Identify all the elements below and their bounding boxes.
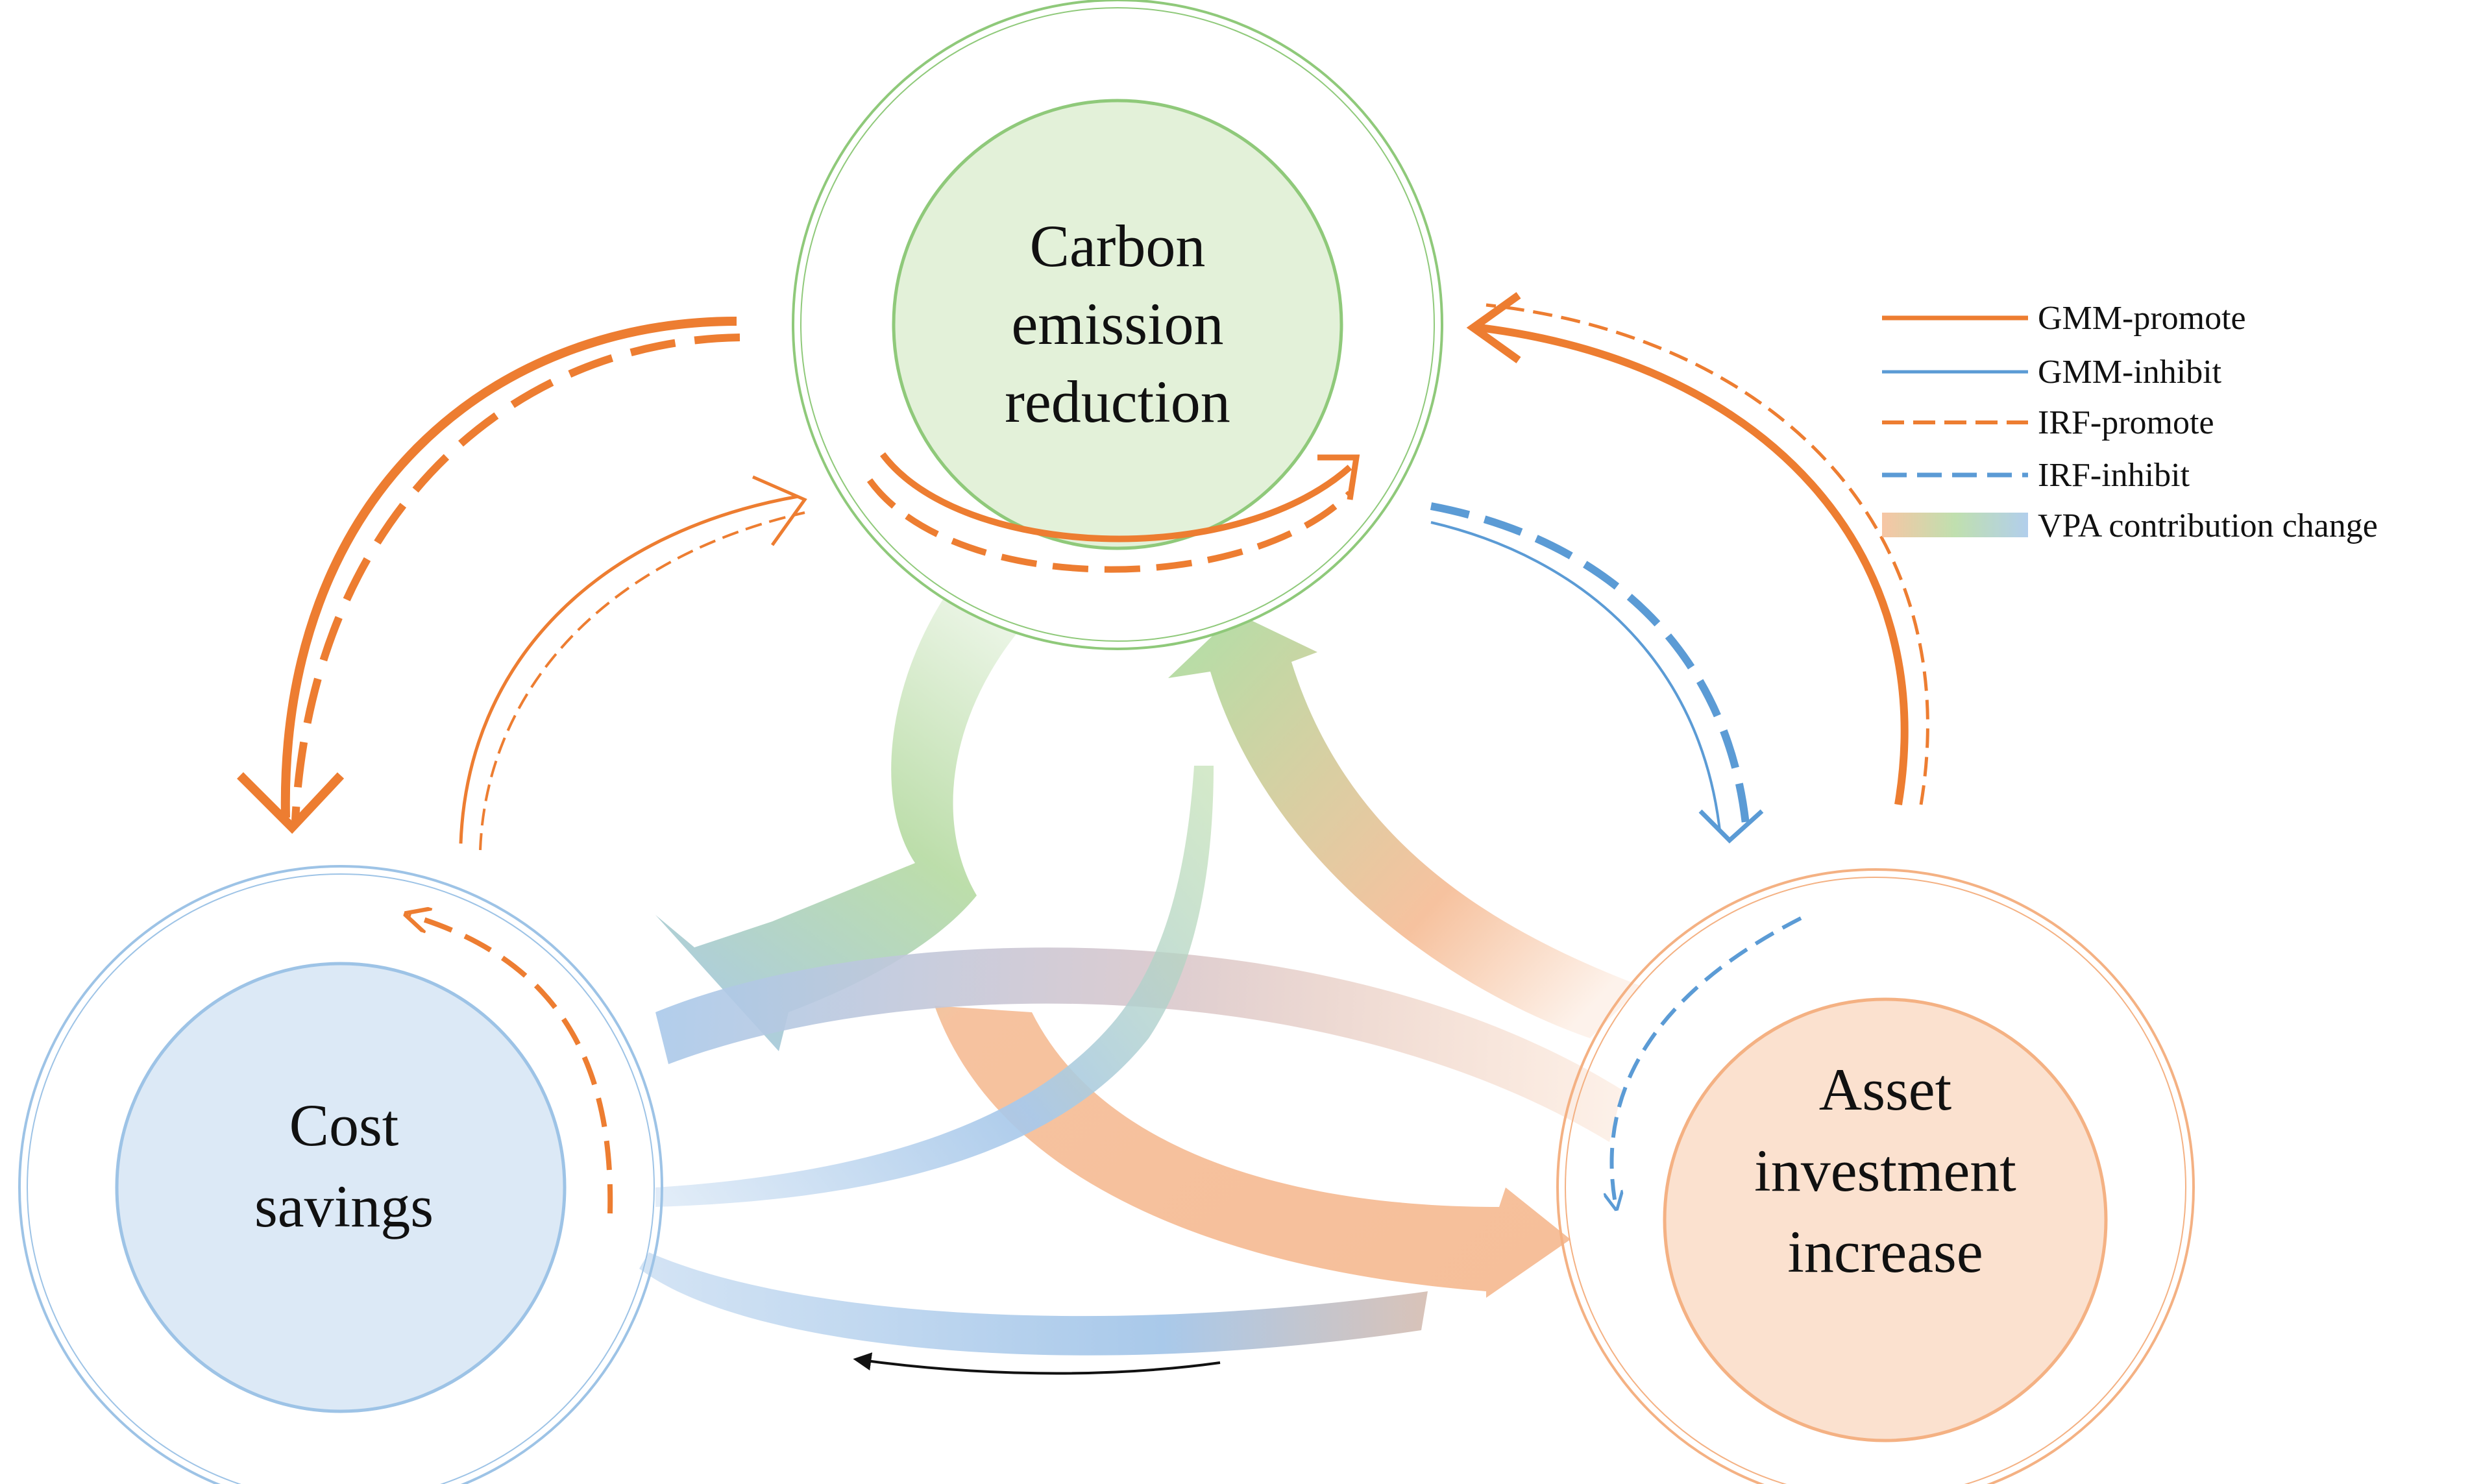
node-cost-core [115, 962, 567, 1413]
relationship-arrows [237, 292, 1929, 1375]
node-cost: Cost savings [18, 865, 663, 1484]
arrow-carbon-self-irf-promote [866, 478, 1352, 573]
arrowhead-carbon-to-cost [237, 772, 345, 834]
vpa-arrow-cost-to-asset-upper [655, 947, 1622, 1142]
vpa-arrow-carbon-to-asset [935, 1006, 1571, 1298]
arrowhead-cost-to-carbon [752, 475, 807, 546]
node-carbon-label-2: emission [1011, 291, 1223, 357]
node-cost-outer-ring-inner [27, 873, 655, 1484]
node-asset: Asset investment increase [1556, 868, 2195, 1484]
arrow-asset-self-irf-inhibit [1611, 916, 1802, 1207]
node-cost-label-2: savings [254, 1173, 434, 1239]
legend-swatch-vpa-gradient [1882, 513, 2028, 537]
node-carbon: Carbon emission reduction [792, 0, 1443, 650]
arrowhead-carbon-self [1317, 454, 1360, 500]
node-carbon-core [892, 99, 1343, 550]
vpa-arrow-asset-to-carbon [1168, 613, 1642, 1038]
arrow-cost-self-irf-promote [409, 915, 613, 1214]
vpa-arrow-carbon-to-cost [655, 587, 1025, 1051]
node-carbon-outer-ring-inner [800, 7, 1435, 642]
legend-label-irf-promote: IRF-promote [2038, 404, 2214, 441]
legend-label-gmm-inhibit: GMM-inhibit [2038, 354, 2222, 391]
arrow-cost-to-carbon-irf-promote [479, 511, 805, 851]
vpa-arrow-cost-to-carbon [655, 766, 1214, 1207]
node-carbon-label-1: Carbon [1030, 213, 1206, 279]
node-asset-outer-ring [1556, 868, 2195, 1484]
node-carbon-label-3: reduction [1005, 369, 1230, 435]
node-cost-label-1: Cost [289, 1092, 399, 1158]
arrow-carbon-to-cost-gmm-promote [280, 317, 737, 818]
node-asset-core [1663, 997, 2108, 1442]
node-asset-outer-ring-inner [1565, 877, 2186, 1484]
arrow-carbon-to-cost-irf-promote [291, 334, 740, 821]
vpa-flow-arrows [639, 587, 1642, 1356]
arrow-asset-to-carbon-gmm-promote [1479, 324, 1909, 805]
node-asset-label-3: increase [1787, 1219, 1983, 1285]
arrow-carbon-to-asset-gmm-inhibit [1430, 521, 1721, 831]
legend-label-irf-inhibit: IRF-inhibit [2038, 457, 2190, 494]
arrow-cost-to-carbon-gmm-promote [459, 494, 799, 844]
node-asset-label-2: investment [1754, 1137, 2016, 1204]
legend: GMM-promote GMM-inhibit IRF-promote IRF-… [1882, 300, 2378, 544]
vpa-arrow-cost-to-asset-bottom [639, 1252, 1428, 1356]
node-cost-outer-ring [18, 865, 663, 1484]
legend-label-gmm-promote: GMM-promote [2038, 300, 2246, 337]
arrow-asset-to-cost-black [853, 1352, 1221, 1375]
arrow-carbon-to-asset-irf-inhibit [1430, 502, 1750, 825]
arrowhead-asset-to-carbon [1466, 292, 1521, 363]
arrow-asset-to-carbon-irf-promote [1486, 303, 1929, 805]
legend-label-vpa: VPA contribution change [2038, 507, 2378, 544]
node-asset-label-1: Asset [1819, 1056, 1952, 1123]
arrow-carbon-self-gmm-promote [880, 452, 1352, 542]
arrowhead-carbon-to-asset [1698, 809, 1764, 844]
